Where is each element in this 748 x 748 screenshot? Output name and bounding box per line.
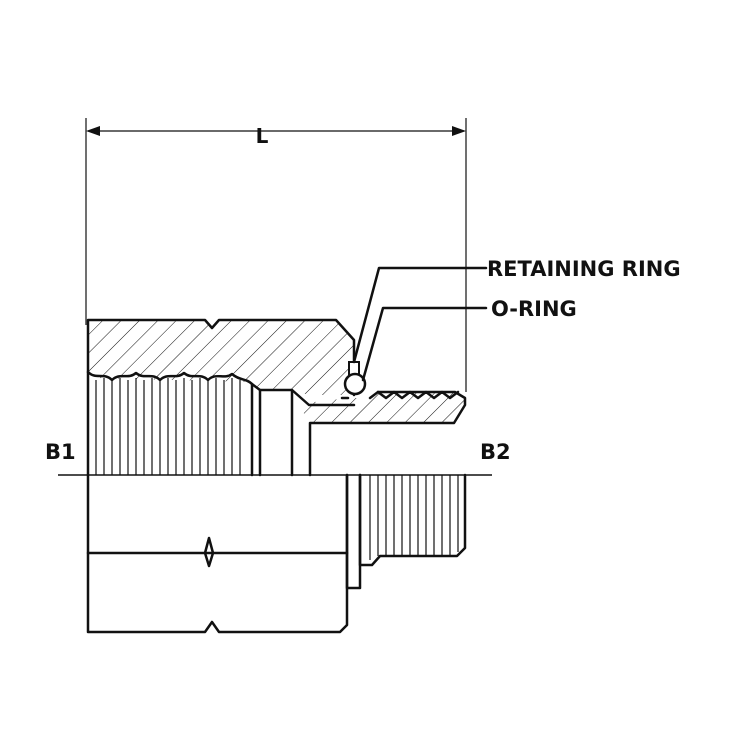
port-b2-label: B2 [480,440,511,464]
o-ring-leader [361,306,488,382]
nut-section-outline [86,318,356,477]
length-label: L [256,124,269,148]
stud-outline [358,473,467,567]
hex-nut-edge-mark [203,536,215,568]
stud-thread-crest [376,390,460,400]
arrowhead-left [86,126,100,136]
collar-outline [345,473,362,590]
retaining-ring-leader [352,266,488,364]
nut-internal-thread [95,378,294,477]
section-view [86,318,467,477]
port-b1-label: B1 [45,440,76,464]
o-ring [343,372,367,396]
callouts: RETAINING RING O-RING B1 B2 [45,257,681,464]
hex-nut-outline [86,473,349,634]
arrowhead-right [452,126,466,136]
o-ring-label: O-RING [491,297,577,321]
nut-thread-crest [86,370,356,407]
retaining-ring-label: RETAINING RING [487,257,681,281]
external-view [86,473,467,634]
stud-section-outline [308,390,467,477]
stud-external-thread [369,475,459,560]
dimension-l: L [85,118,467,392]
